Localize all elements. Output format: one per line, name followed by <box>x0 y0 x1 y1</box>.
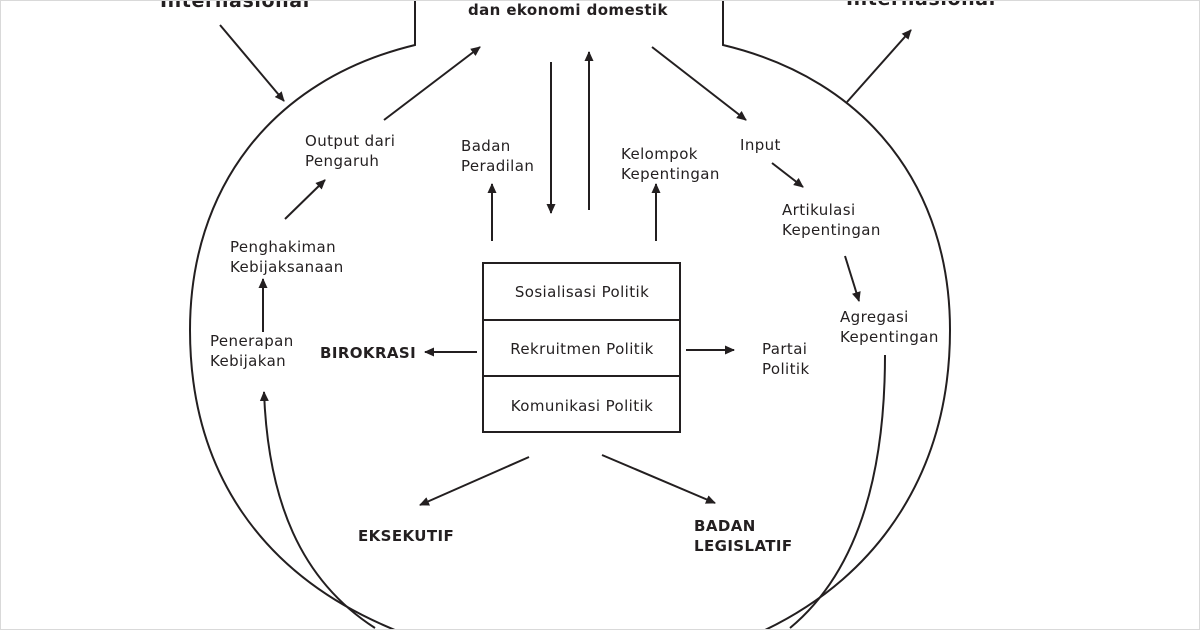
node-kelompok-line-2: Kepentingan <box>621 165 720 183</box>
node-agregasi-line-2: Kepentingan <box>840 328 939 346</box>
node-legislatif-line-2: LEGISLATIF <box>694 537 793 555</box>
node-penerapan-line-2: Kebijakan <box>210 352 287 370</box>
arrow-penghakiman-to-output <box>284 179 326 220</box>
node-input: Input <box>740 136 781 154</box>
arrow-international-in <box>219 24 285 102</box>
node-eksekutif: EKSEKUTIF <box>358 527 455 545</box>
return-path-left <box>259 391 376 629</box>
node-peradilan-line-2: Peradilan <box>461 157 535 175</box>
node-artikulasi-line-1: Artikulasi <box>782 201 856 219</box>
node-artikulasi-kepentingan: Artikulasi Kepentingan <box>782 200 881 240</box>
node-agregasi-line-1: Agregasi <box>840 308 909 326</box>
node-penghakiman-line-2: Kebijaksanaan <box>230 258 344 276</box>
node-partai-line-1: Partai <box>762 340 808 358</box>
arrow-to-eksekutif <box>419 456 530 506</box>
arrow-artikulasi-to-agregasi <box>844 255 861 302</box>
node-legislatif-line-1: BADAN <box>694 517 756 535</box>
return-path-right <box>789 354 886 629</box>
node-partai-politik: Partai Politik <box>762 339 810 379</box>
node-penghakiman-line-1: Penghakiman <box>230 238 337 256</box>
node-output-line-2: Pengaruh <box>305 152 380 170</box>
arrow-international-out <box>846 29 912 103</box>
node-kelompok-line-1: Kelompok <box>621 145 698 163</box>
top-right-partial-label: Internasional <box>846 0 996 9</box>
box-row-sosialisasi: Sosialisasi Politik <box>514 283 650 301</box>
top-center-partial-label: dan ekonomi domestik <box>468 1 668 19</box>
node-kelompok-kepentingan: Kelompok Kepentingan <box>621 144 720 184</box>
arrow-input-to-artikulasi <box>771 162 804 188</box>
node-penerapan-line-1: Penerapan <box>210 332 294 350</box>
node-output-pengaruh: Output dari Pengaruh <box>305 131 395 171</box>
node-peradilan-line-1: Badan <box>461 137 511 155</box>
node-badan-legislatif: BADAN LEGISLATIF <box>694 516 793 556</box>
node-birokrasi: BIROKRASI <box>320 344 417 362</box>
node-partai-line-2: Politik <box>762 360 810 378</box>
node-penerapan-kebijakan: Penerapan Kebijakan <box>210 331 294 371</box>
node-badan-peradilan: Badan Peradilan <box>461 136 534 176</box>
box-row-rekruitmen: Rekruitmen Politik <box>510 340 654 358</box>
arrow-output-to-top <box>383 46 481 121</box>
box-row-komunikasi: Komunikasi Politik <box>510 397 654 415</box>
arrow-top-to-input <box>651 46 747 121</box>
node-penghakiman-kebijaksanaan: Penghakiman Kebijaksanaan <box>230 237 344 277</box>
node-agregasi-kepentingan: Agregasi Kepentingan <box>840 307 939 347</box>
system-boundary-left <box>188 0 416 630</box>
node-artikulasi-line-2: Kepentingan <box>782 221 881 239</box>
center-box-outline <box>482 262 681 433</box>
top-left-partial-label: Internasional <box>160 0 310 12</box>
arrow-to-legislatif <box>601 454 716 504</box>
system-boundary-right <box>722 0 952 630</box>
node-output-line-1: Output dari <box>305 132 396 150</box>
